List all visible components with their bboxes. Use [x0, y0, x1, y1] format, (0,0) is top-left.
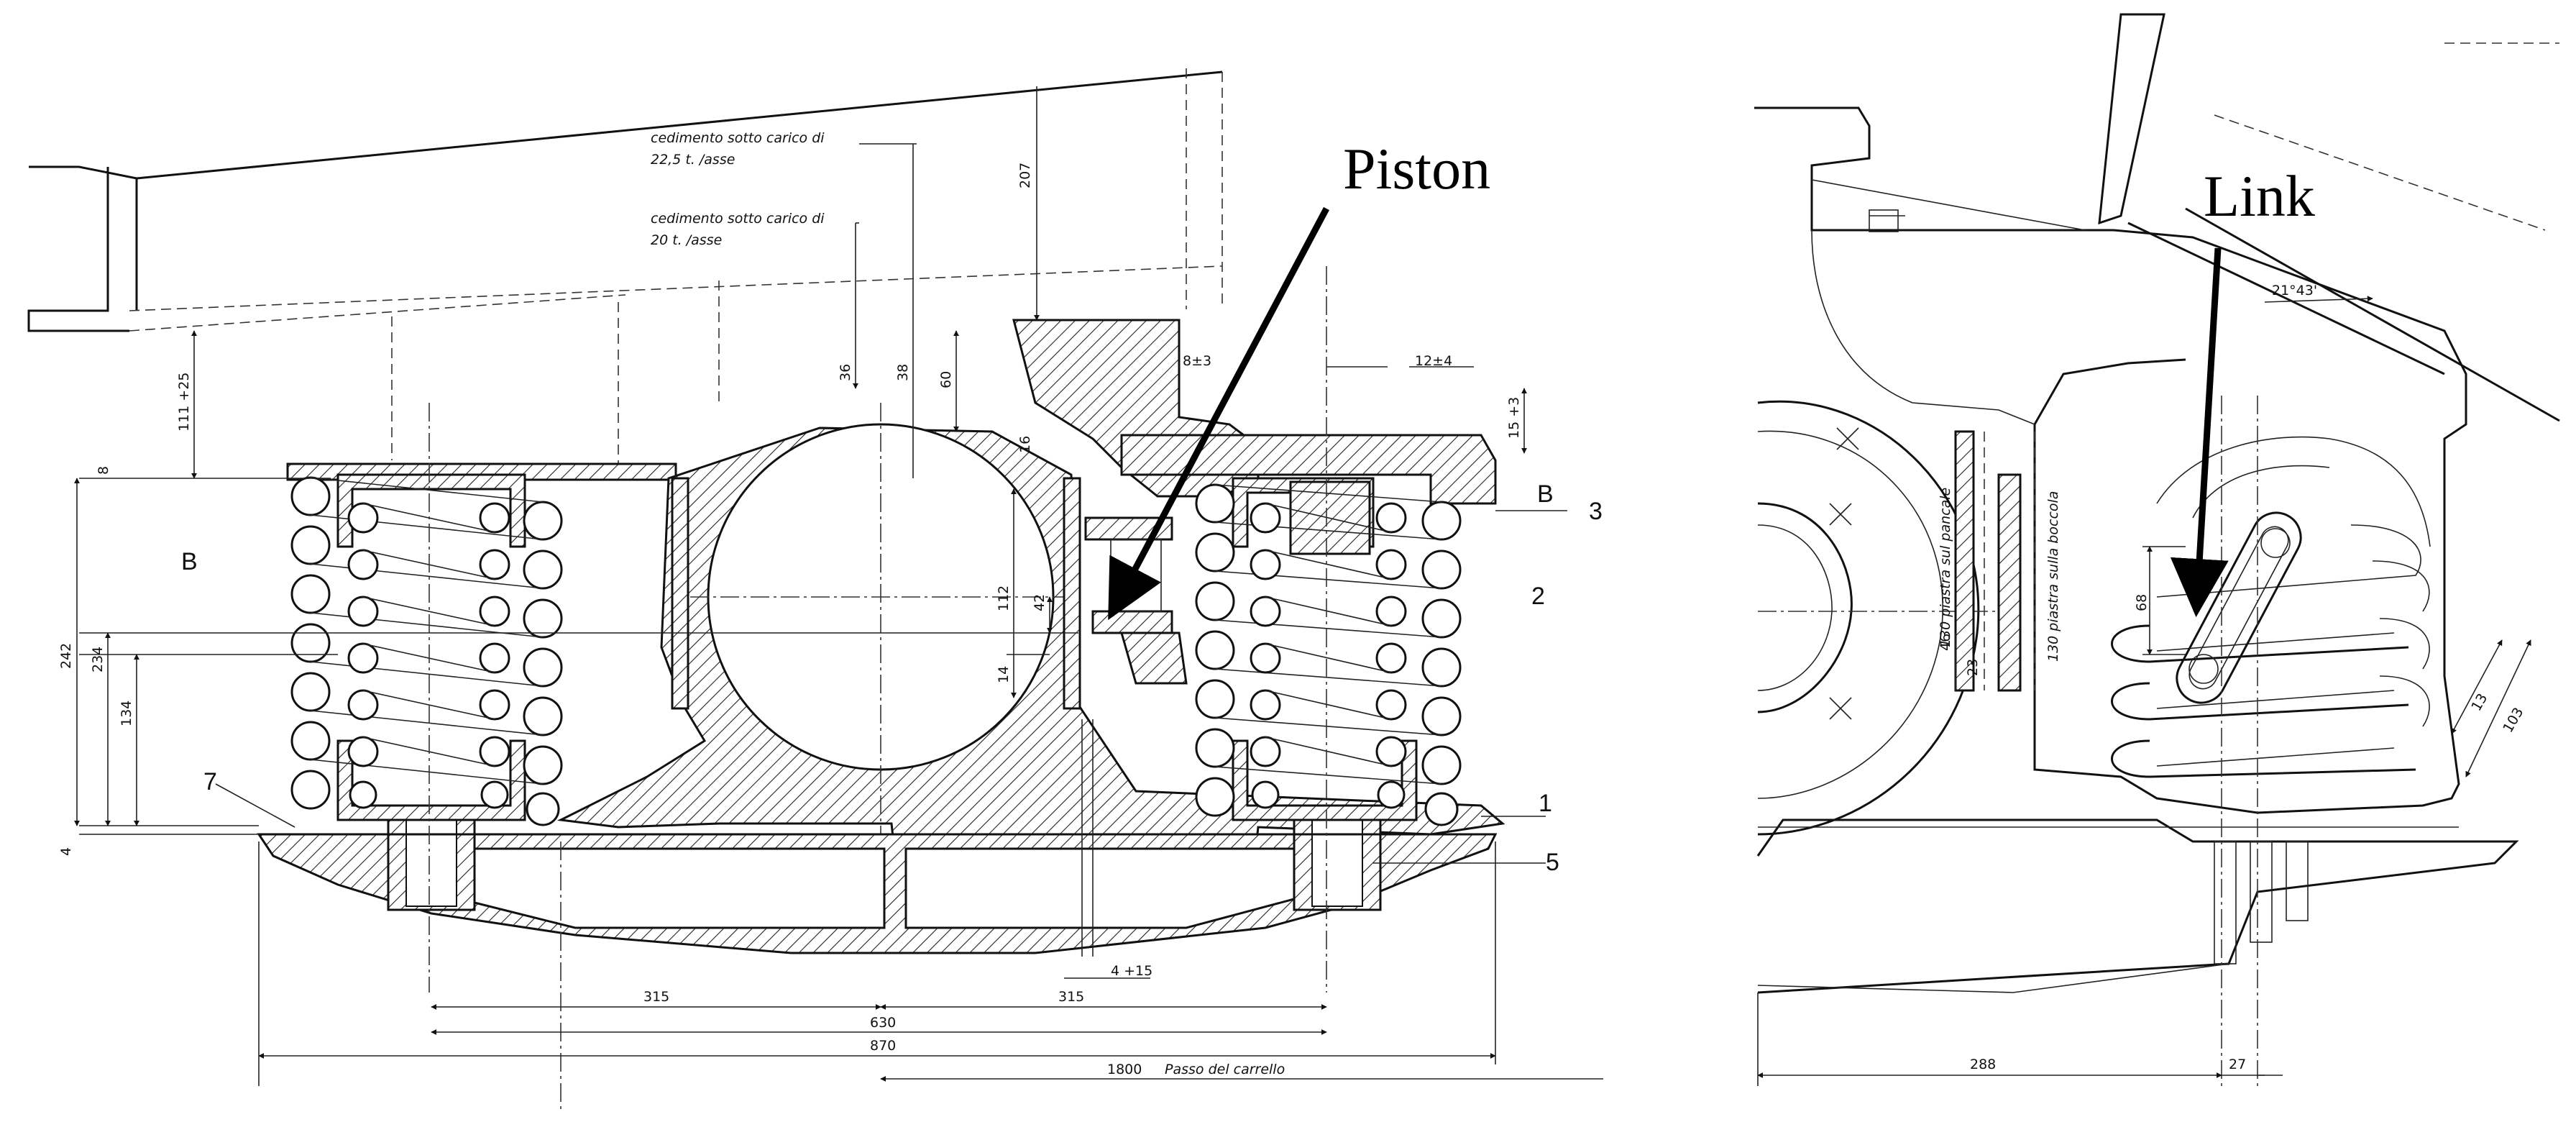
dim-315-left: 315	[643, 989, 669, 1005]
dim-8pm3: 8±3	[1183, 353, 1211, 369]
dim-68: 68	[2134, 594, 2150, 611]
dimension-lines	[74, 86, 1603, 1086]
dim-103: 103	[2500, 705, 2526, 735]
part-number-3: 3	[1589, 498, 1603, 525]
section-mark-left: B	[181, 548, 198, 575]
dim-36: 36	[838, 364, 853, 381]
dim-112: 112	[996, 585, 1012, 611]
dim-8: 8	[96, 466, 111, 475]
plate-on-axlebox	[1997, 473, 2022, 692]
right-detail-spring	[2111, 436, 2431, 778]
dim-16: 16	[1017, 436, 1033, 453]
dim-42: 42	[1032, 594, 1048, 611]
dim-1800-label: Passo del carrello	[1165, 1062, 1285, 1077]
dim-870: 870	[870, 1038, 896, 1054]
wear-plate-right	[1063, 477, 1081, 710]
part-number-5: 5	[1546, 849, 1559, 876]
right-inner-spring	[1250, 502, 1407, 809]
axlebox	[1757, 400, 1999, 836]
dim-angle: 21°43'	[2272, 283, 2317, 298]
left-section-view: Piston 1 2 3 5 7 B B cedimento sotto car…	[27, 68, 1603, 1111]
load-note-225-line1: cedimento sotto carico di	[651, 130, 825, 146]
dim-23: 23	[1965, 659, 1981, 676]
link-label: Link	[2204, 163, 2315, 229]
load-note-225-line2: 22,5 t. /asse	[651, 152, 735, 168]
plate-note-axlebox: 130 piastra sulla boccola	[2045, 491, 2061, 662]
part-number-2: 2	[1531, 583, 1545, 610]
load-note-20-line2: 20 t. /asse	[651, 232, 722, 248]
dim-14: 14	[996, 666, 1012, 683]
dim-4pm15: 4 +15	[1111, 963, 1152, 979]
load-note-20-line1: cedimento sotto carico di	[651, 211, 825, 227]
frame-outline	[1754, 106, 2467, 814]
bottom-frame	[1756, 818, 2519, 994]
dim-38: 38	[895, 364, 911, 381]
plate-on-frame	[1954, 430, 1975, 692]
right-detail-view: Link 68 46 23 13 103 288 27 21°43' 130 p…	[1754, 13, 2560, 1086]
link-callout-arrow	[2170, 247, 2229, 618]
dim-13: 13	[2468, 691, 2490, 714]
dim-315-right: 315	[1058, 989, 1084, 1005]
dim-12pm4: 12±4	[1415, 353, 1452, 369]
piston-label: Piston	[1343, 136, 1490, 201]
spring-plank-cavity	[459, 847, 886, 929]
dim-46: 46	[1938, 634, 1953, 651]
dim-207: 207	[1017, 163, 1033, 188]
dim-630: 630	[870, 1015, 896, 1031]
part-number-1: 1	[1539, 790, 1552, 817]
spring-plank-cavity-2	[904, 847, 1296, 929]
piston-assembly	[1084, 516, 1188, 685]
section-mark-right: B	[1537, 480, 1554, 508]
link-element	[2176, 511, 2302, 704]
dim-15pm3: 15 +3	[1506, 397, 1522, 439]
dim-60: 60	[938, 371, 954, 388]
plate-note-frame: 130 piastra sul pancale	[1938, 488, 1953, 647]
right-spring-cap	[1120, 434, 1497, 505]
piston-callout-arrow	[1108, 206, 1329, 621]
dim-288: 288	[1970, 1057, 1996, 1072]
left-inner-spring	[347, 502, 510, 809]
dim-242: 242	[58, 643, 74, 669]
wear-plate-left	[671, 477, 689, 710]
dim-27: 27	[2229, 1057, 2246, 1072]
part-number-7: 7	[203, 768, 217, 795]
dim-1800: 1800	[1107, 1062, 1142, 1077]
left-outer-spring	[290, 476, 563, 826]
dim-134: 134	[119, 701, 134, 726]
frame-beam	[27, 68, 1223, 475]
dim-234: 234	[90, 647, 106, 672]
dim-111: 111 +25	[176, 373, 192, 432]
right-outer-spring	[1195, 483, 1462, 826]
dim-4: 4	[58, 847, 74, 856]
